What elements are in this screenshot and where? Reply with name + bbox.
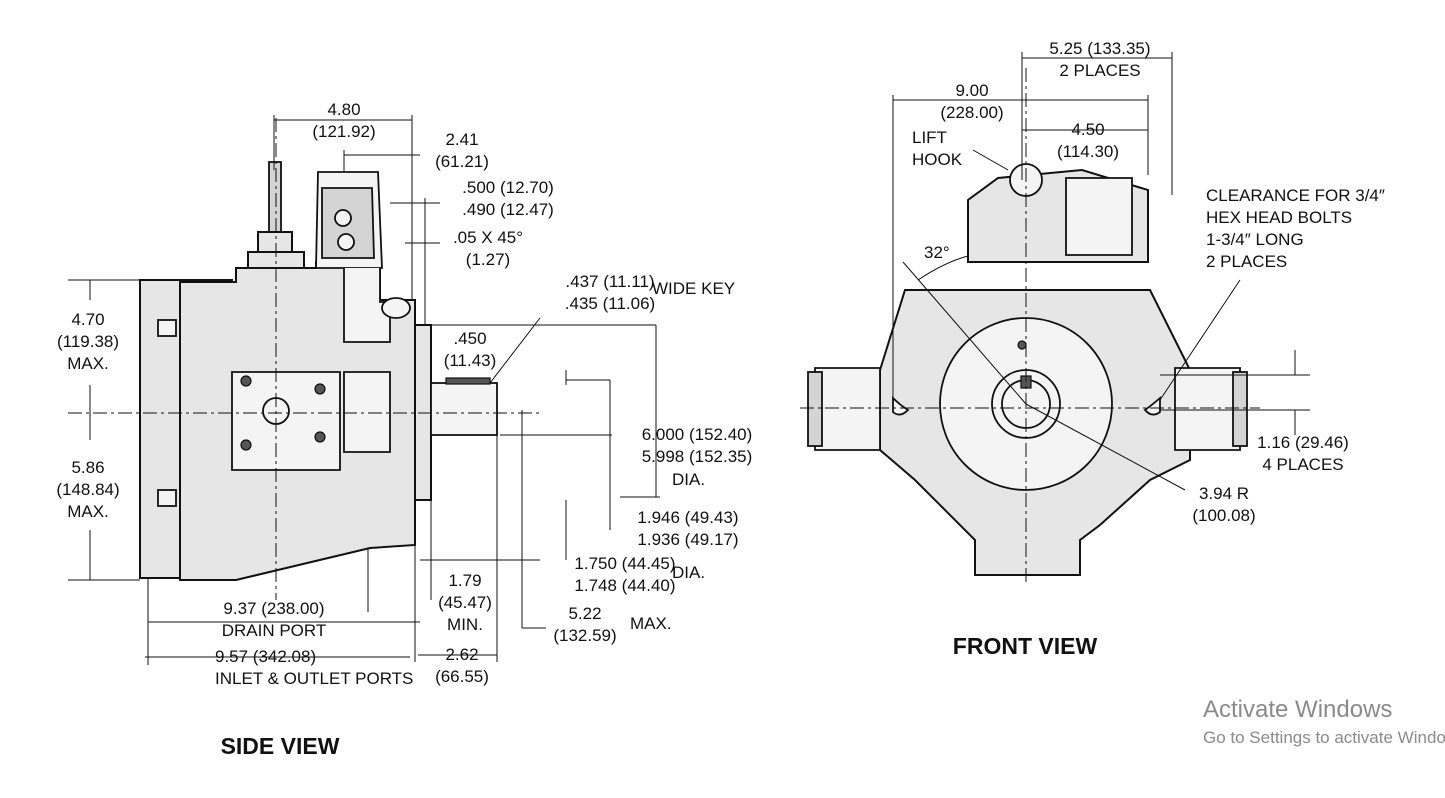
sv-dim-500-line: .500 (12.70) — [462, 178, 554, 197]
sv-dim-wide-key-label: WIDE KEY — [652, 279, 735, 298]
sv-dim-key-label: .437 (11.11) .435 (11.06) — [565, 272, 655, 313]
fv-dim-5-25-label: 5.25 (133.35) 2 PLACES — [1049, 39, 1150, 80]
sv-dim-chamfer-label: .05 X 45° (1.27) — [453, 228, 523, 269]
sv-dim-wide-key-line: WIDE KEY — [652, 279, 735, 298]
front-view-title: FRONT VIEW — [953, 633, 1098, 659]
sv-dim-2-41-line: 2.41 — [445, 130, 478, 149]
sv-dim-5-22-line: (132.59) — [553, 626, 616, 645]
sv-dim-5-86-line: MAX. — [67, 502, 109, 521]
fv-dim-5-25-line: 2 PLACES — [1059, 61, 1140, 80]
sv-dim-5-86-label: 5.86 (148.84) MAX. — [56, 458, 119, 521]
fv-dim-4-50-line: 4.50 — [1071, 120, 1104, 139]
sv-dim-450-label: .450 (11.43) — [444, 329, 497, 370]
sv-dim-2-62-label: 2.62 (66.55) — [435, 645, 489, 686]
fv-lift-hook-line: HOOK — [912, 150, 963, 169]
fv-dim-1-16-line: 4 PLACES — [1262, 455, 1343, 474]
activation-watermark: Activate Windows Go to Settings to activ… — [1203, 696, 1445, 748]
sv-dim-9-37-label: 9.37 (238.00) DRAIN PORT — [222, 599, 327, 640]
sv-dim-key-line: .435 (11.06) — [565, 294, 655, 313]
fv-clearance-line: 1-3/4″ LONG — [1206, 230, 1304, 249]
sv-dim-450-line: (11.43) — [444, 351, 497, 370]
sv-dim-2-41-label: 2.41 (61.21) — [435, 130, 489, 171]
sv-dim-2-62-line: 2.62 — [445, 645, 478, 664]
sv-dim-9-57-line: 9.57 (342.08) — [215, 647, 316, 666]
sv-dim-1-79-line: 1.79 — [448, 571, 481, 590]
sv-dim-key-line: .437 (11.11) — [565, 272, 654, 291]
sv-dim-5-22-line: 5.22 — [568, 604, 601, 623]
fv-dim-9-00-line: 9.00 — [955, 81, 988, 100]
front-view-dimension-lines — [892, 52, 1310, 491]
fv-dim-3-94-label: 3.94 R (100.08) — [1192, 484, 1255, 525]
sv-dim-4-70-line: MAX. — [67, 354, 109, 373]
sv-dim-1-79-line: (45.47) — [438, 593, 492, 612]
side-view-labels: 4.80 (121.92) 2.41 (61.21) .500 (12.70) .490 … — [56, 100, 752, 688]
fv-clearance-label: CLEARANCE FOR 3/4″ HEX HEAD BOLTS 1-3/4″ L… — [1206, 186, 1385, 271]
sv-dim-dia-1-label: DIA. — [672, 470, 705, 489]
sv-dim-9-37-line: 9.37 (238.00) — [223, 599, 324, 618]
sv-dim-chamfer-line: (1.27) — [466, 250, 510, 269]
fv-clearance-line: CLEARANCE FOR 3/4″ — [1206, 186, 1385, 205]
sv-dim-500-line: .490 (12.47) — [462, 200, 554, 219]
sv-dim-450-line: .450 — [453, 329, 486, 348]
sv-dim-9-57-line: INLET & OUTLET PORTS — [215, 669, 413, 688]
sv-dim-max-label: MAX. — [630, 614, 672, 633]
fv-lift-hook-label: LIFT HOOK — [912, 128, 963, 169]
side-view-title: SIDE VIEW — [221, 733, 340, 759]
side-view-dimension-lines — [68, 115, 660, 665]
sv-dim-dia-2-line: DIA. — [672, 563, 705, 582]
sv-dim-1-946-line: 1.936 (49.17) — [637, 530, 738, 549]
sv-dim-6-000-label: 6.000 (152.40) 5.998 (152.35) — [642, 425, 753, 466]
sv-dim-500-label: .500 (12.70) .490 (12.47) — [462, 178, 554, 219]
fv-dim-5-25-line: 5.25 (133.35) — [1049, 39, 1150, 58]
fv-angle-line: 32° — [924, 243, 950, 262]
sv-dim-1-79-line: MIN. — [447, 615, 483, 634]
sv-dim-1-946-label: 1.946 (49.43) 1.936 (49.17) — [637, 508, 738, 549]
sv-dim-1-946-line: 1.946 (49.43) — [637, 508, 738, 527]
watermark-line-2: Go to Settings to activate Windows. — [1203, 728, 1445, 747]
sv-dim-chamfer-line: .05 X 45° — [453, 228, 523, 247]
fv-dim-1-16-line: 1.16 (29.46) — [1257, 433, 1349, 452]
fv-dim-9-00-line: (228.00) — [940, 103, 1003, 122]
front-view-labels: 5.25 (133.35) 2 PLACES 9.00 (228.00) LIFT HOO… — [912, 39, 1385, 525]
front-view-drawing — [800, 68, 1260, 585]
fv-dim-9-00-label: 9.00 (228.00) — [940, 81, 1003, 122]
sv-dim-1-79-label: 1.79 (45.47) MIN. — [438, 571, 492, 634]
fv-clearance-line: HEX HEAD BOLTS — [1206, 208, 1352, 227]
sv-dim-4-80-label: 4.80 (121.92) — [312, 100, 375, 141]
sv-dim-1-750-label: 1.750 (44.45) 1.748 (44.40) — [574, 554, 675, 595]
sv-dim-1-750-line: 1.748 (44.40) — [574, 576, 675, 595]
sv-dim-5-86-line: (148.84) — [56, 480, 119, 499]
sv-dim-4-70-line: (119.38) — [57, 332, 119, 351]
side-view-drawing — [68, 118, 540, 600]
fv-lift-hook-line: LIFT — [912, 128, 947, 147]
sv-dim-4-80-line: (121.92) — [312, 122, 375, 141]
sv-dim-2-41-line: (61.21) — [435, 152, 489, 171]
sv-dim-dia-2-label: DIA. — [672, 563, 705, 582]
sv-dim-9-37-line: DRAIN PORT — [222, 621, 327, 640]
sv-dim-4-80-line: 4.80 — [327, 100, 360, 119]
sv-dim-5-86-line: 5.86 — [71, 458, 104, 477]
fv-dim-4-50-label: 4.50 (114.30) — [1057, 120, 1119, 161]
sv-dim-2-62-line: (66.55) — [435, 667, 489, 686]
sv-dim-4-70-label: 4.70 (119.38) MAX. — [57, 310, 119, 373]
fv-dim-4-50-line: (114.30) — [1057, 142, 1119, 161]
sv-dim-9-57-label: 9.57 (342.08) INLET & OUTLET PORTS — [215, 647, 413, 688]
sv-dim-4-70-line: 4.70 — [71, 310, 104, 329]
fv-dim-1-16-label: 1.16 (29.46) 4 PLACES — [1257, 433, 1349, 474]
fv-clearance-line: 2 PLACES — [1206, 252, 1287, 271]
sv-dim-6-000-line: 5.998 (152.35) — [642, 447, 753, 466]
fv-dim-3-94-line: (100.08) — [1192, 506, 1255, 525]
sv-dim-1-750-line: 1.750 (44.45) — [574, 554, 675, 573]
sv-dim-6-000-line: 6.000 (152.40) — [642, 425, 753, 444]
sv-dim-5-22-label: 5.22 (132.59) — [553, 604, 616, 645]
sv-dim-max-line: MAX. — [630, 614, 672, 633]
sv-dim-dia-1-line: DIA. — [672, 470, 705, 489]
fv-dim-3-94-line: 3.94 R — [1199, 484, 1249, 503]
fv-angle-label: 32° — [924, 243, 950, 262]
watermark-line-1: Activate Windows — [1203, 696, 1393, 723]
